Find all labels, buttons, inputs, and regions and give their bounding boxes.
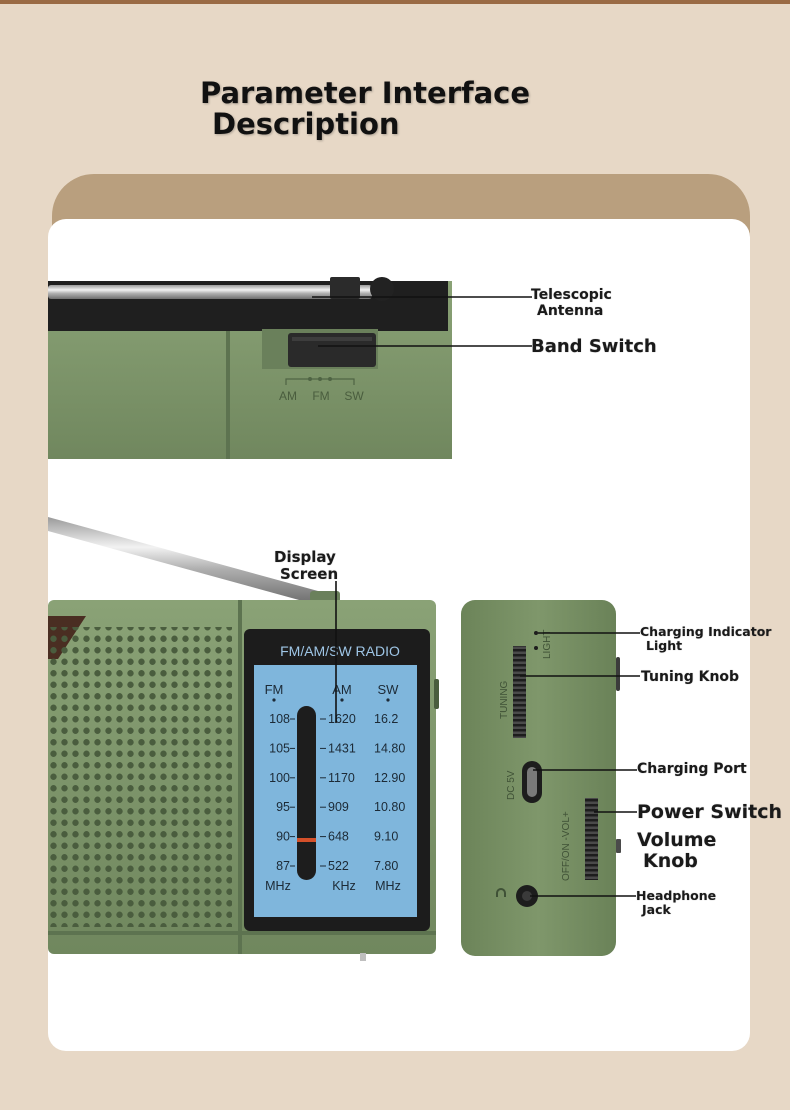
callout-charging-indicator-line1: Charging Indicator	[640, 624, 772, 639]
am-scale-value: 522	[328, 859, 349, 873]
fm-scale-value: 87	[276, 859, 290, 873]
tuning-needle	[297, 838, 316, 842]
callout-charging-indicator: Charging Indicator Light	[640, 625, 771, 653]
sw-scale-value: 10.80	[374, 800, 405, 814]
callout-headphone-jack: Headphone Jack	[636, 889, 716, 917]
unit-am: KHz	[332, 879, 356, 893]
tuning-label: TUNING	[499, 680, 510, 719]
callout-display-screen: Display Screen	[274, 549, 338, 583]
top-edge-strip	[0, 0, 790, 4]
fm-scale-value: 95	[276, 800, 290, 814]
antenna-rod-top	[48, 285, 372, 299]
charging-indicator-dot-2	[534, 646, 538, 650]
page-title-line1: Parameter Interface	[200, 76, 531, 110]
sw-scale-value: 12.90	[374, 771, 405, 785]
sw-scale-value: 7.80	[374, 859, 398, 873]
light-label: LIGHT	[542, 630, 553, 659]
callout-headphone-jack-line2: Jack	[642, 902, 671, 917]
column-header-am: AM	[332, 682, 352, 697]
antenna-rod-front	[48, 517, 318, 603]
top-view-seam	[226, 281, 230, 459]
callout-charging-indicator-line2: Light	[646, 638, 683, 653]
callout-headphone-jack-line1: Headphone	[636, 888, 717, 903]
band-switch-slider	[288, 333, 376, 367]
radio-top-view: AM FM SW	[48, 277, 532, 459]
am-scale-value: 909	[328, 800, 349, 814]
charging-indicator-dot-1	[534, 631, 538, 635]
band-label-sw: SW	[344, 389, 364, 403]
callout-telescopic-antenna-line1: Telescopic	[531, 287, 612, 303]
fm-scale-value: 90	[276, 830, 290, 844]
fm-scale-value: 105	[269, 741, 290, 755]
callout-volume-knob-line2: Knob	[643, 850, 698, 872]
antenna-hinge-top	[330, 277, 360, 299]
callout-telescopic-antenna: Telescopic Antenna	[531, 287, 612, 319]
page-title: Parameter Interface Description	[200, 78, 530, 140]
callout-power-switch: Power Switch	[637, 801, 783, 823]
tuning-track	[297, 706, 316, 880]
am-scale-value: 648	[328, 830, 349, 844]
callout-charging-port: Charging Port	[637, 761, 747, 777]
callout-band-switch: Band Switch	[531, 336, 657, 357]
fm-scale-value: 108	[269, 712, 290, 726]
radio-side-view: LIGHT TUNING DC 5V OFF/ON -VOL+	[461, 600, 640, 956]
power-label: OFF/ON -VOL+	[561, 811, 572, 881]
sw-scale-value: 16.2	[374, 712, 398, 726]
fm-scale-value: 100	[269, 771, 290, 785]
speaker-grille	[50, 627, 232, 927]
band-label-am: AM	[279, 389, 297, 403]
headphone-icon	[496, 888, 506, 897]
power-volume-wheel	[585, 798, 598, 880]
callout-telescopic-antenna-line2: Antenna	[537, 303, 604, 319]
tuning-wheel	[513, 646, 526, 738]
callout-volume-knob: Volume Knob	[637, 830, 716, 872]
unit-sw: MHz	[375, 879, 401, 893]
sw-scale-value: 9.10	[374, 830, 398, 844]
product-card: AM FM SW FM/AM/SW RADIO	[48, 219, 750, 1051]
antenna-pivot-top	[370, 277, 394, 301]
callout-display-screen-line1: Display	[274, 548, 336, 566]
radio-illustration: AM FM SW FM/AM/SW RADIO	[48, 277, 640, 961]
column-header-sw: SW	[378, 682, 400, 697]
dc-label: DC 5V	[506, 770, 517, 800]
radio-front-view: FM/AM/SW RADIO FM AM SW 108 1620 16.2 105 14…	[48, 517, 439, 961]
sw-scale-value: 14.80	[374, 741, 405, 755]
column-header-fm: FM	[265, 682, 284, 697]
callout-volume-knob-line1: Volume	[637, 829, 717, 851]
callout-tuning-knob: Tuning Knob	[641, 669, 740, 685]
screen-header: FM/AM/SW RADIO	[280, 643, 400, 659]
callout-display-screen-line2: Screen	[280, 565, 339, 583]
band-label-fm: FM	[312, 389, 329, 403]
am-scale-value: 1620	[328, 712, 356, 726]
unit-fm: MHz	[265, 879, 291, 893]
page-title-line2: Description	[212, 107, 400, 141]
am-scale-value: 1431	[328, 741, 356, 755]
am-scale-value: 1170	[328, 771, 355, 785]
